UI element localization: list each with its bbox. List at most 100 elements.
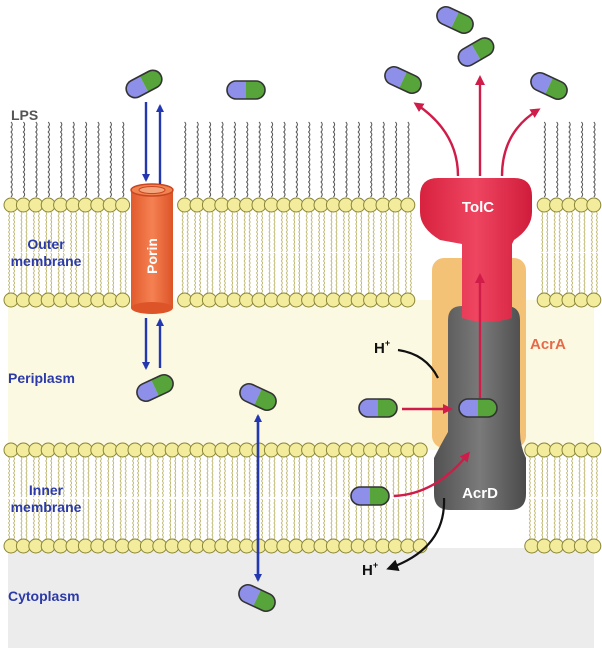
lipid-tail: [218, 456, 221, 498]
lps-chain: [84, 121, 88, 198]
lipid-tail: [565, 252, 568, 294]
lipid-tail: [590, 252, 593, 294]
lipid-tail: [404, 211, 407, 253]
lipid-head: [400, 197, 416, 213]
lipid-tail: [37, 252, 40, 294]
lipid-tail: [565, 498, 568, 540]
lipid-tail: [280, 456, 283, 498]
lipid-tail: [236, 498, 239, 540]
periplasm-label: Periplasm: [8, 370, 75, 386]
lipid-tail: [595, 456, 598, 498]
lps-chain: [407, 121, 410, 198]
lipid-tail: [285, 498, 288, 540]
lipid-tail: [94, 252, 97, 294]
lipid-tail: [231, 252, 234, 294]
lipid-tail: [317, 456, 320, 498]
lipid-tail: [570, 252, 573, 294]
lipid-tail: [156, 456, 159, 498]
lipid-tail: [553, 211, 556, 253]
drug-molecule: [226, 80, 266, 100]
lipid-head: [226, 442, 242, 458]
lipid-tail: [578, 456, 581, 498]
lipid-tail: [384, 498, 387, 540]
lipid-tail: [186, 252, 189, 294]
lipid-tail: [317, 252, 320, 294]
lipid-tail: [322, 498, 325, 540]
lipid-tail: [422, 498, 425, 540]
acra-label: AcrA: [530, 336, 566, 353]
lipid-head: [164, 538, 180, 554]
lipid-tail: [206, 252, 209, 294]
lipid-tail: [248, 498, 251, 540]
lipid-tail: [206, 498, 209, 540]
lipid-tail: [260, 456, 263, 498]
lipid-tail: [198, 498, 201, 540]
lps-chain: [307, 121, 311, 198]
lipid-tail: [360, 498, 363, 540]
drug-molecule: [436, 5, 474, 35]
lipid-tail: [74, 252, 77, 294]
lps-chain: [35, 121, 38, 198]
lipid-tail: [124, 211, 127, 253]
lipid-tail: [144, 498, 147, 540]
lipid-head: [338, 538, 354, 554]
lipid-tail: [57, 211, 60, 253]
lipid-tail: [268, 211, 271, 253]
lipid-tail: [298, 211, 301, 253]
lipid-head: [276, 442, 292, 458]
lipid-tail: [409, 211, 412, 253]
lipid-tail: [20, 456, 23, 498]
lipid-tail: [193, 498, 196, 540]
lps-chain: [543, 121, 546, 198]
lipid-tail: [285, 252, 288, 294]
lipid-tail: [62, 252, 65, 294]
lipid-tail: [124, 456, 127, 498]
lipid-tail: [280, 211, 283, 253]
inner-membrane-label-line1: Inner: [28, 482, 64, 498]
lipid-tail: [12, 498, 15, 540]
lipid-tail: [94, 211, 97, 253]
lipid-tail: [99, 498, 102, 540]
porin-label: Porin: [144, 238, 160, 274]
lipid-head: [115, 197, 131, 213]
lipid-tail: [136, 498, 139, 540]
lipid-tail: [280, 498, 283, 540]
lipid-tail: [248, 252, 251, 294]
lipid-tail: [347, 456, 350, 498]
lipid-tail: [206, 456, 209, 498]
lps-chain: [196, 121, 199, 198]
lipid-head: [201, 292, 217, 308]
lps-chain: [109, 121, 112, 198]
lipid-tail: [273, 211, 276, 253]
lipid-tail: [342, 456, 345, 498]
lipid-tail: [583, 252, 586, 294]
lipid-tail: [181, 252, 184, 294]
lipid-tail: [528, 456, 531, 498]
lps-chain: [121, 121, 125, 198]
lipid-tail: [404, 498, 407, 540]
lipid-tail: [273, 498, 276, 540]
lipid-tail: [583, 456, 586, 498]
lipid-tail: [384, 252, 387, 294]
efflux-arrows: [393, 75, 541, 498]
lipid-head: [400, 442, 416, 458]
lipid-tail: [417, 498, 420, 540]
lps-chain: [295, 121, 298, 198]
drug-molecule: [238, 583, 276, 613]
lipid-head: [276, 292, 292, 308]
lipid-tail: [50, 456, 53, 498]
lipid-head: [400, 292, 416, 308]
lps-chain: [568, 121, 571, 198]
lps-chain: [258, 121, 261, 198]
lipid-tail: [367, 252, 370, 294]
lipid-tail: [218, 498, 221, 540]
lipid-tail: [20, 498, 23, 540]
lipid-tail: [136, 456, 139, 498]
porin-arrows: [142, 102, 164, 370]
lipid-tail: [124, 252, 127, 294]
lipid-tail: [590, 211, 593, 253]
lipid-tail: [553, 498, 556, 540]
lipid-tail: [107, 211, 110, 253]
lipid-tail: [119, 252, 122, 294]
lipid-tail: [131, 456, 134, 498]
